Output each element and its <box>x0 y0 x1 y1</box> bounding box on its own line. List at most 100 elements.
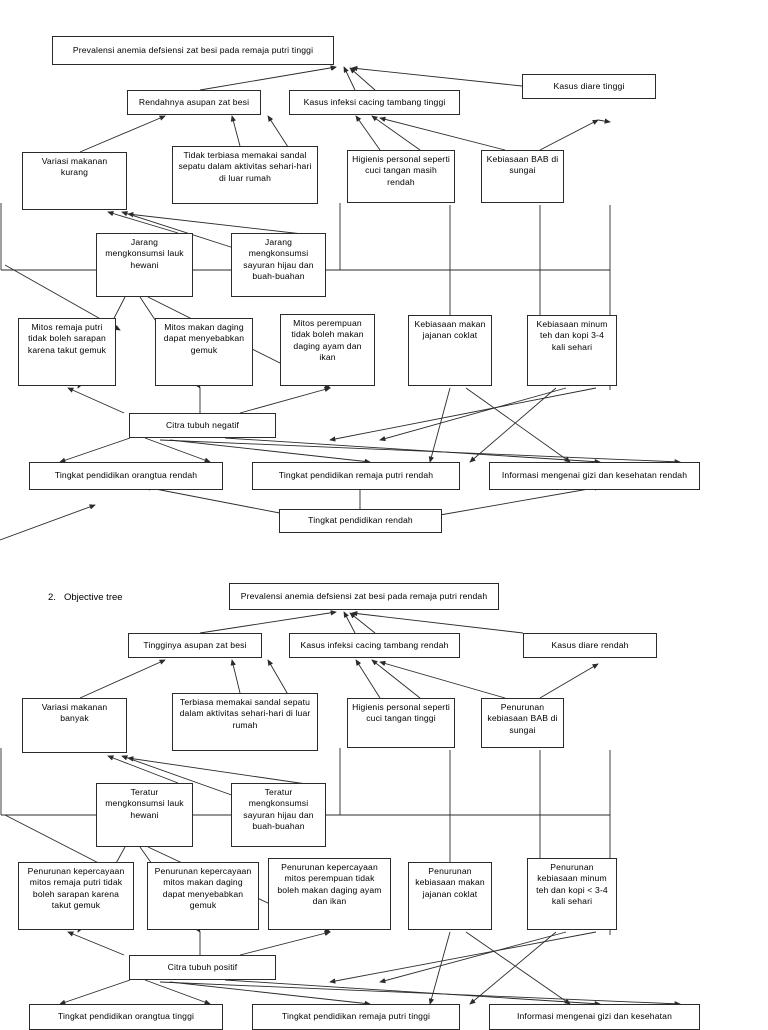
node-ot-asupan: Tingginya asupan zat besi <box>128 633 262 658</box>
node-ot-pk2: Penurunan kepercayaan mitos makan daging… <box>147 862 259 930</box>
node-label: Teratur mengkonsumsi lauk hewani <box>105 787 184 820</box>
node-pt-variasi: Variasi makanan kurang <box>22 152 127 210</box>
node-pt-lauk: Jarang mengkonsumsi lauk hewani <box>96 233 193 297</box>
node-label: Kasus infeksi cacing tambang rendah <box>300 639 449 650</box>
node-label: Higienis personal seperti cuci tangan ti… <box>352 702 450 724</box>
connector-line <box>539 119 599 151</box>
connector-line <box>343 66 356 91</box>
node-label: Citra tubuh negatif <box>165 419 240 430</box>
node-label: Kasus diare rendah <box>551 639 629 650</box>
connector-line <box>224 979 601 1007</box>
node-label: Citra tubuh positif <box>167 961 238 972</box>
connector-line <box>169 439 371 465</box>
connector-line <box>267 659 291 699</box>
connector-line <box>230 659 241 694</box>
node-pt-jajanan: Kebiasaan makan jajanan coklat <box>408 315 492 386</box>
node-ot-citra: Citra tubuh positif <box>129 955 276 980</box>
node-label: Variasi makanan banyak <box>41 702 108 724</box>
connector-line <box>59 979 131 1005</box>
node-ot-informasi: Informasi mengenai gizi dan kesehatan <box>489 1004 700 1030</box>
connector-line <box>371 659 421 699</box>
connector-line <box>144 979 211 1005</box>
node-label: Tingginya asupan zat besi <box>143 639 247 650</box>
connector-line <box>355 115 381 151</box>
connector-line <box>169 981 371 1007</box>
node-label: Mitos makan daging dapat menyebabkan gem… <box>163 322 245 355</box>
connector-line <box>597 118 611 124</box>
node-label: Kebiasaan BAB di sungai <box>486 154 559 176</box>
node-label: Jarang mengkonsumsi sayuran hijau dan bu… <box>243 237 314 282</box>
node-label: Prevalensi anemia defsiensi zat besi pad… <box>72 44 314 55</box>
connector-line <box>239 386 331 414</box>
connector-line <box>343 611 356 634</box>
node-ot-sayur: Teratur mengkonsumsi sayuran hijau dan b… <box>231 783 326 847</box>
node-label: Tingkat pendidikan remaja putri rendah <box>278 470 434 481</box>
node-pt-mitos3: Mitos perempuan tidak boleh makan daging… <box>280 314 375 386</box>
node-label: Tidak terbiasa memakai sandal sepatu dal… <box>178 150 312 183</box>
node-label: Penurunan kepercayaan mitos makan daging… <box>154 866 252 911</box>
node-pt-asupan: Rendahnya asupan zat besi <box>127 90 261 115</box>
connector-line <box>239 930 331 956</box>
connector-line <box>379 116 506 151</box>
node-pt-sandal: Tidak terbiasa memakai sandal sepatu dal… <box>172 146 318 204</box>
connector-line <box>379 387 567 442</box>
node-label: Penurunan kepercayaan mitos remaja putri… <box>27 866 125 911</box>
node-ot-lauk: Teratur mengkonsumsi lauk hewani <box>96 783 193 847</box>
node-ot-pk1: Penurunan kepercayaan mitos remaja putri… <box>18 862 134 930</box>
connector-line <box>79 115 166 153</box>
node-pt-cacing: Kasus infeksi cacing tambang tinggi <box>289 90 460 115</box>
node-label: Rendahnya asupan zat besi <box>138 96 250 107</box>
connector-line <box>351 610 524 634</box>
node-pt-root: Prevalensi anemia defsiensi zat besi pad… <box>52 36 334 65</box>
connector-line <box>199 610 337 634</box>
node-pt-sayur: Jarang mengkonsumsi sayuran hijau dan bu… <box>231 233 326 297</box>
connector-line <box>469 931 557 1005</box>
node-label: Informasi mengenai gizi dan kesehatan re… <box>501 470 688 481</box>
node-label: Variasi makanan kurang <box>41 156 108 178</box>
node-ot-jajanan: Penurunan kebiasaan makan jajanan coklat <box>408 862 492 930</box>
connector-line <box>159 981 681 1007</box>
node-pt-bab: Kebiasaan BAB di sungai <box>481 150 564 203</box>
node-label: Penurunan kepercayaan mitos perempuan ti… <box>277 862 382 907</box>
node-ot-teh: Penurunan kebiasaan minum teh dan kopi <… <box>527 858 617 930</box>
node-pt-mitos2: Mitos makan daging dapat menyebabkan gem… <box>155 318 253 386</box>
node-label: Mitos remaja putri tidak boleh sarapan k… <box>27 322 107 355</box>
connector-line <box>379 931 567 984</box>
connector-line <box>329 931 597 984</box>
connector-line <box>230 115 241 147</box>
connector-line <box>428 931 451 1005</box>
node-label: Kebiasaan minum teh dan kopi 3-4 kali se… <box>536 319 608 352</box>
node-label: Informasi mengenai gizi dan kesehatan <box>516 1011 673 1022</box>
connector-line <box>67 387 125 414</box>
connector-line <box>331 66 337 71</box>
connector-line <box>107 755 179 784</box>
node-label: Teratur mengkonsumsi sayuran hijau dan b… <box>243 787 314 832</box>
section-index: 2. <box>48 592 56 603</box>
node-label: Tingkat pendidikan rendah <box>308 515 413 526</box>
connector-line <box>355 659 381 699</box>
node-ot-sandal: Terbiasa memakai sandal sepatu dalam akt… <box>172 693 318 751</box>
connector-line <box>349 612 376 634</box>
connector-line <box>349 67 376 91</box>
connector-line <box>159 439 681 465</box>
connector-line <box>465 931 571 1005</box>
connector-line <box>351 65 523 87</box>
connector-line <box>379 660 506 699</box>
node-ot-pk3: Penurunan kepercayaan mitos perempuan ti… <box>268 858 391 930</box>
node-pt-citra: Citra tubuh negatif <box>129 413 276 438</box>
node-ot-variasi: Variasi makanan banyak <box>22 698 127 753</box>
node-pt-teh: Kebiasaan minum teh dan kopi 3-4 kali se… <box>527 315 617 386</box>
node-label: Mitos perempuan tidak boleh makan daging… <box>291 318 364 363</box>
node-label: Terbiasa memakai sandal sepatu dalam akt… <box>179 697 311 730</box>
node-label: Kasus infeksi cacing tambang tinggi <box>303 96 446 107</box>
node-label: Jarang mengkonsumsi lauk hewani <box>105 237 184 270</box>
connector-line <box>144 437 211 463</box>
connector-line <box>224 437 601 465</box>
connector-line <box>127 211 321 237</box>
connector-line <box>79 659 166 699</box>
connector-line <box>267 115 291 151</box>
node-pt-remaja: Tingkat pendidikan remaja putri rendah <box>252 462 460 490</box>
node-label: Penurunan kebiasaan minum teh dan kopi <… <box>536 862 608 907</box>
connector-line <box>121 211 241 251</box>
